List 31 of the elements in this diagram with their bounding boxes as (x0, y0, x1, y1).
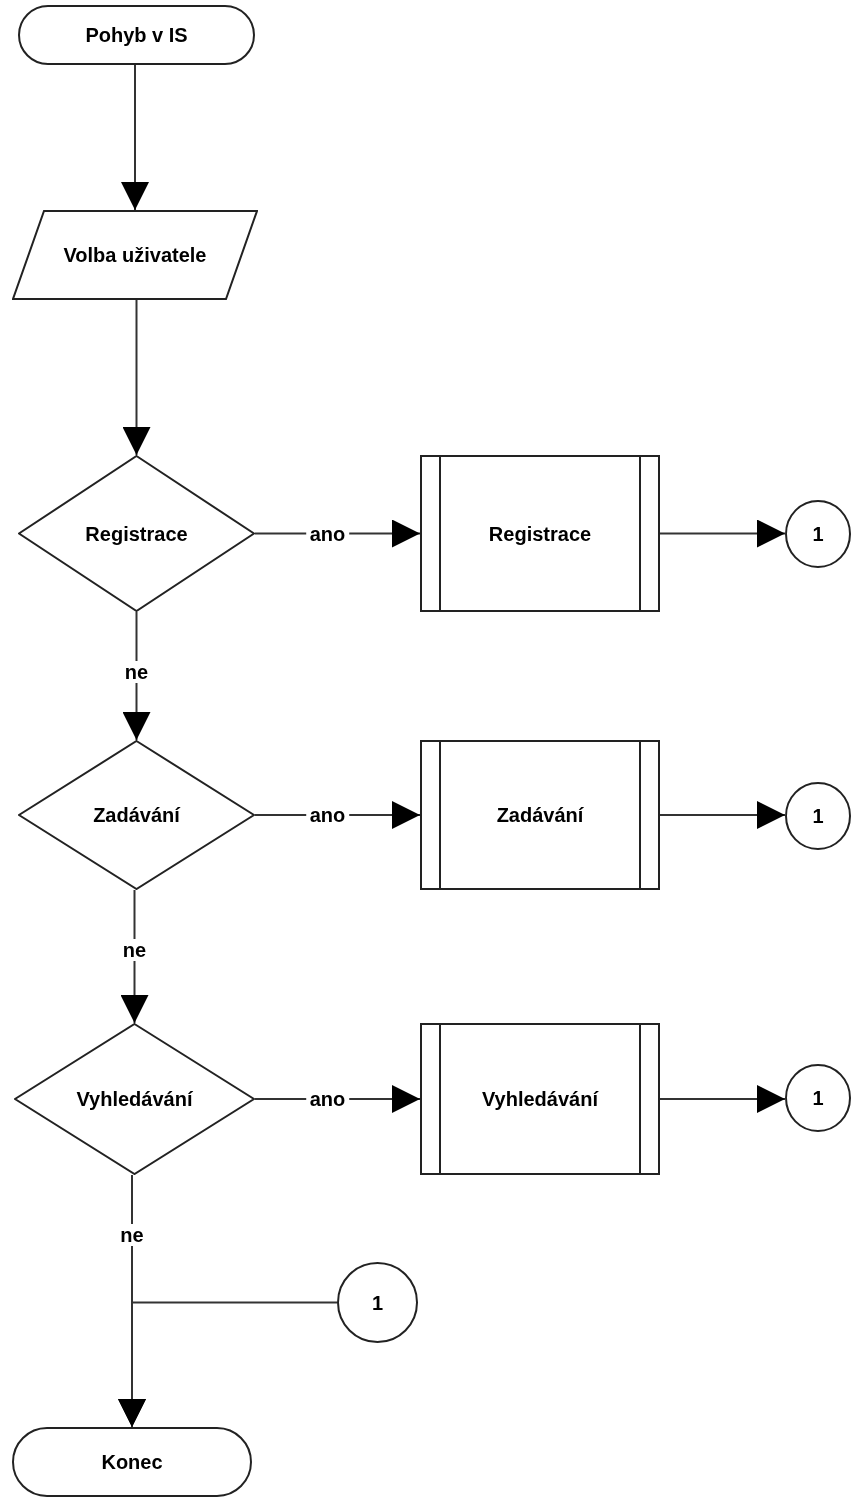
node-label: Registrace (487, 521, 593, 547)
node-label: Registrace (84, 521, 189, 547)
node-label: 1 (811, 804, 825, 829)
terminal-shape (18, 5, 255, 65)
decision-diamond (14, 1023, 255, 1175)
arrow (122, 299, 151, 456)
node-label: 1 (811, 522, 825, 547)
arrow (118, 1301, 338, 1428)
connector-circle (785, 1064, 851, 1132)
decision-diamond (18, 740, 255, 890)
arrow (659, 801, 786, 829)
subprocess-box (420, 455, 660, 612)
arrow (659, 519, 786, 548)
node-label: Vyhledávání (75, 1087, 194, 1112)
connector-circle (785, 782, 851, 850)
node-label: 1 (811, 1086, 825, 1111)
node-label: Pohyb v IS (84, 23, 189, 48)
arrow (121, 64, 149, 211)
node-label: 1 (370, 1290, 385, 1316)
node-label: Konec (100, 1450, 164, 1475)
subprocess-box (420, 1023, 660, 1175)
subprocess-box (420, 740, 660, 890)
input-parallelogram (12, 210, 258, 300)
node-label: Vyhledávání (481, 1087, 600, 1112)
connector-circle (785, 500, 851, 568)
node-label: Zadávání (92, 803, 182, 828)
arrow (659, 1085, 786, 1113)
node-label: Volba uživatele (62, 243, 208, 268)
node-label: Zadávání (495, 803, 585, 828)
decision-diamond (18, 455, 255, 612)
connector-circle (337, 1262, 418, 1343)
